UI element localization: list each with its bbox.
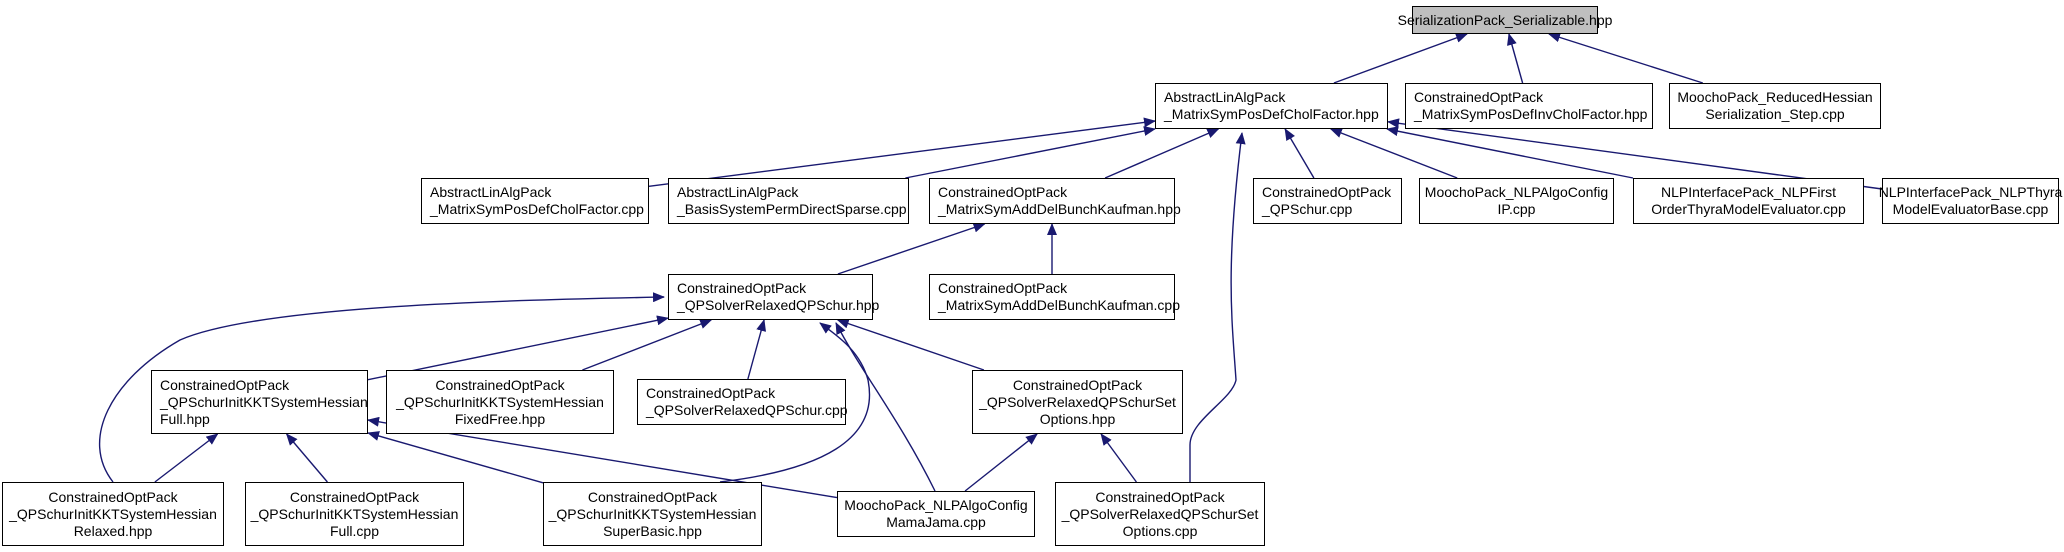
edge-relaxedqpschur_cpp-to-relaxedqpschur_hpp: [747, 319, 767, 380]
node-label-line: _QPSchurInitKKTSystemHessian: [250, 505, 459, 522]
node-reducedhessian-serialization-step-cpp[interactable]: MoochoPack_ReducedHessian Serialization_…: [1669, 83, 1881, 129]
node-label-line: SerializationPack_Serializable.hpp: [1397, 11, 1613, 28]
node-nlpalgoconfig-ip-cpp[interactable]: MoochoPack_NLPAlgoConfig IP.cpp: [1419, 178, 1614, 224]
node-label-line: Options.cpp: [1122, 522, 1198, 539]
node-label-line: MoochoPack_ReducedHessian: [1677, 89, 1873, 105]
node-label-line: _BasisSystemPermDirectSparse.cpp: [677, 201, 907, 217]
node-label-line: Full.cpp: [329, 522, 380, 539]
node-label-line: ConstrainedOptPack: [938, 280, 1068, 296]
node-label-line: AbstractLinAlgPack: [1164, 89, 1286, 105]
edge-mamajama_cpp-to-symposdef_hpp: [1189, 132, 1246, 491]
node-kktsystemhessian-relaxed-hpp[interactable]: ConstrainedOptPack _QPSchurInitKKTSystem…: [2, 482, 224, 546]
edge-relaxedset_hpp-to-relaxedqpschur_hpp: [836, 318, 985, 371]
node-label-line: _MatrixSymAddDelBunchKaufman.hpp: [938, 201, 1181, 217]
edge-kktsuperbasic_hpp-to-kktfull_hpp: [367, 431, 544, 484]
node-symposdef-cholfactor-cpp[interactable]: AbstractLinAlgPack _MatrixSymPosDefCholF…: [421, 178, 649, 224]
edge-relaxedset_cpp-to-relaxedset_hpp: [1100, 433, 1137, 483]
node-label-line: OrderThyraModelEvaluator.cpp: [1651, 201, 1846, 217]
edge-bunchkaufman_hpp-to-symposdef_hpp: [1104, 128, 1220, 179]
edge-kktfixedfree_hpp-to-relaxedqpschur_hpp: [582, 319, 713, 371]
node-nlpalgoconfig-mamajama-cpp[interactable]: MoochoPack_NLPAlgoConfig MamaJama.cpp: [837, 491, 1035, 537]
edge-kktsuperbasic_hpp-to-relaxedqpschur_hpp: [719, 322, 871, 483]
edge-kktrelaxed_hpp-to-kktfull_hpp: [154, 433, 219, 483]
node-label-line: ConstrainedOptPack: [48, 488, 178, 505]
edge-symposdef_cpp-to-symposdef_hpp: [648, 117, 1156, 187]
node-label-line: MamaJama.cpp: [886, 514, 986, 530]
node-qpsolverrelaxedqpschur-cpp[interactable]: ConstrainedOptPack _QPSolverRelaxedQPSch…: [637, 379, 848, 425]
node-label-line: _QPSchurInitKKTSystemHessian: [160, 393, 368, 410]
node-label-line: SuperBasic.hpp: [603, 522, 702, 539]
node-label-line: ConstrainedOptPack: [160, 376, 290, 393]
edge-symposdef_hpp-to-serializable: [1333, 33, 1468, 84]
node-basissystem-permdirectsparse-cpp[interactable]: AbstractLinAlgPack _BasisSystemPermDirec…: [668, 178, 909, 224]
node-kktsystemhessian-full-cpp[interactable]: ConstrainedOptPack _QPSchurInitKKTSystem…: [245, 482, 464, 546]
node-label-line: ConstrainedOptPack: [1262, 184, 1392, 200]
node-nlpfirst-thyramodelevaluator-cpp[interactable]: NLPInterfacePack_NLPFirst OrderThyraMode…: [1633, 178, 1864, 224]
node-label-line: ConstrainedOptPack: [1012, 376, 1143, 393]
node-label-line: FixedFree.hpp: [454, 410, 546, 427]
node-qpschur-cpp[interactable]: ConstrainedOptPack _QPSchur.cpp: [1253, 178, 1402, 224]
node-posdefinv-cholfactor-hpp[interactable]: ConstrainedOptPack _MatrixSymPosDefInvCh…: [1405, 83, 1653, 129]
node-label-line: ConstrainedOptPack: [646, 385, 776, 401]
node-label-line: ConstrainedOptPack: [1095, 488, 1225, 505]
node-symposdef-cholfactor-hpp[interactable]: AbstractLinAlgPack _MatrixSymPosDefCholF…: [1155, 83, 1388, 129]
node-label-line: _QPSolverRelaxedQPSchur.hpp: [677, 297, 880, 313]
node-label-line: _QPSolverRelaxedQPSchur.cpp: [646, 402, 848, 418]
node-label-line: ConstrainedOptPack: [435, 376, 565, 393]
node-label-line: _MatrixSymPosDefCholFactor.hpp: [1164, 106, 1379, 122]
node-label-line: MoochoPack_NLPAlgoConfig: [844, 497, 1028, 513]
node-kktsystemhessian-full-hpp[interactable]: ConstrainedOptPack _QPSchurInitKKTSystem…: [151, 370, 368, 434]
edge-mamajama_cpp-to-relaxedqpschur_hpp: [835, 322, 936, 492]
edge-kktfull_hpp-to-relaxedqpschur_hpp: [367, 315, 669, 381]
edge-kktrelaxed_hpp-to-relaxedqpschur_hpp: [98, 292, 665, 483]
edge-relaxedqpschur_hpp-to-bunchkaufman_hpp: [837, 222, 986, 275]
node-label-line: ConstrainedOptPack: [587, 488, 718, 505]
node-label-line: NLPInterfacePack_NLPFirst: [1660, 184, 1837, 200]
edge-reducedhessian_cpp-to-serializable: [1548, 32, 1704, 84]
edge-nlpalgoconfig_ip-to-symposdef_hpp: [1329, 128, 1458, 179]
node-qpsolverrelaxedqpschur-hpp[interactable]: ConstrainedOptPack _QPSolverRelaxedQPSch…: [668, 274, 879, 320]
edge-basissystem_cpp-to-symposdef_hpp: [905, 126, 1156, 179]
edge-kktfull_cpp-to-kktfull_hpp: [285, 433, 328, 483]
node-label-line: ConstrainedOptPack: [677, 280, 807, 296]
node-serializable-hpp[interactable]: SerializationPack_Serializable.hpp: [1398, 6, 1612, 34]
node-label-line: _MatrixSymAddDelBunchKaufman.cpp: [938, 297, 1181, 313]
node-label-line: Options.hpp: [1039, 410, 1116, 427]
edge-nlpfirst-to-symposdef_hpp: [1386, 126, 1634, 179]
node-label-line: ModelEvaluatorBase.cpp: [1892, 201, 2049, 217]
node-label-line: _QPSolverRelaxedQPSchurSet: [1061, 505, 1259, 522]
node-label-line: _QPSchurInitKKTSystemHessian: [396, 393, 604, 410]
node-label-line: AbstractLinAlgPack: [677, 184, 799, 200]
node-qpschurset-options-cpp[interactable]: ConstrainedOptPack _QPSolverRelaxedQPSch…: [1055, 482, 1265, 546]
node-label-line: ConstrainedOptPack: [1414, 89, 1544, 105]
node-nlpthyra-modelevaluatorbase-cpp[interactable]: NLPInterfacePack_NLPThyra ModelEvaluator…: [1879, 178, 2062, 224]
node-label-line: IP.cpp: [1497, 201, 1536, 217]
node-label-line: ConstrainedOptPack: [938, 184, 1068, 200]
edge-mamajama_cpp-to-relaxedset_hpp: [964, 433, 1038, 492]
node-label-line: _QPSolverRelaxedQPSchurSet: [979, 393, 1176, 410]
node-label-line: _QPSchur.cpp: [1262, 201, 1353, 217]
node-label-line: _QPSchurInitKKTSystemHessian: [9, 505, 217, 522]
edge-posdefinv_hpp-to-serializable: [1507, 33, 1524, 84]
edge-qpschur_cpp-to-symposdef_hpp: [1284, 128, 1315, 179]
node-label-line: ConstrainedOptPack: [289, 488, 420, 505]
node-kktsystemhessian-fixedfree-hpp[interactable]: ConstrainedOptPack _QPSchurInitKKTSystem…: [386, 370, 614, 434]
node-qpschurset-options-hpp[interactable]: ConstrainedOptPack _QPSolverRelaxedQPSch…: [972, 370, 1183, 434]
node-label-line: NLPInterfacePack_NLPThyra: [1878, 184, 2063, 200]
node-label-line: MoochoPack_NLPAlgoConfig: [1424, 184, 1609, 200]
node-kktsystemhessian-superbasic-hpp[interactable]: ConstrainedOptPack _QPSchurInitKKTSystem…: [543, 482, 762, 546]
node-label-line: Relaxed.hpp: [73, 522, 153, 539]
node-label-line: _MatrixSymPosDefCholFactor.cpp: [430, 201, 644, 217]
node-bunchkaufman-hpp[interactable]: ConstrainedOptPack _MatrixSymAddDelBunch…: [929, 178, 1181, 224]
node-label-line: Serialization_Step.cpp: [1705, 106, 1845, 122]
edge-nlpthyra-to-symposdef_hpp: [1387, 118, 1883, 190]
node-bunchkaufman-cpp[interactable]: ConstrainedOptPack _MatrixSymAddDelBunch…: [929, 274, 1180, 320]
node-label-line: _MatrixSymPosDefInvCholFactor.hpp: [1414, 106, 1648, 122]
node-label-line: AbstractLinAlgPack: [430, 184, 552, 200]
node-label-line: _QPSchurInitKKTSystemHessian: [548, 505, 757, 522]
node-label-line: Full.hpp: [160, 410, 210, 427]
